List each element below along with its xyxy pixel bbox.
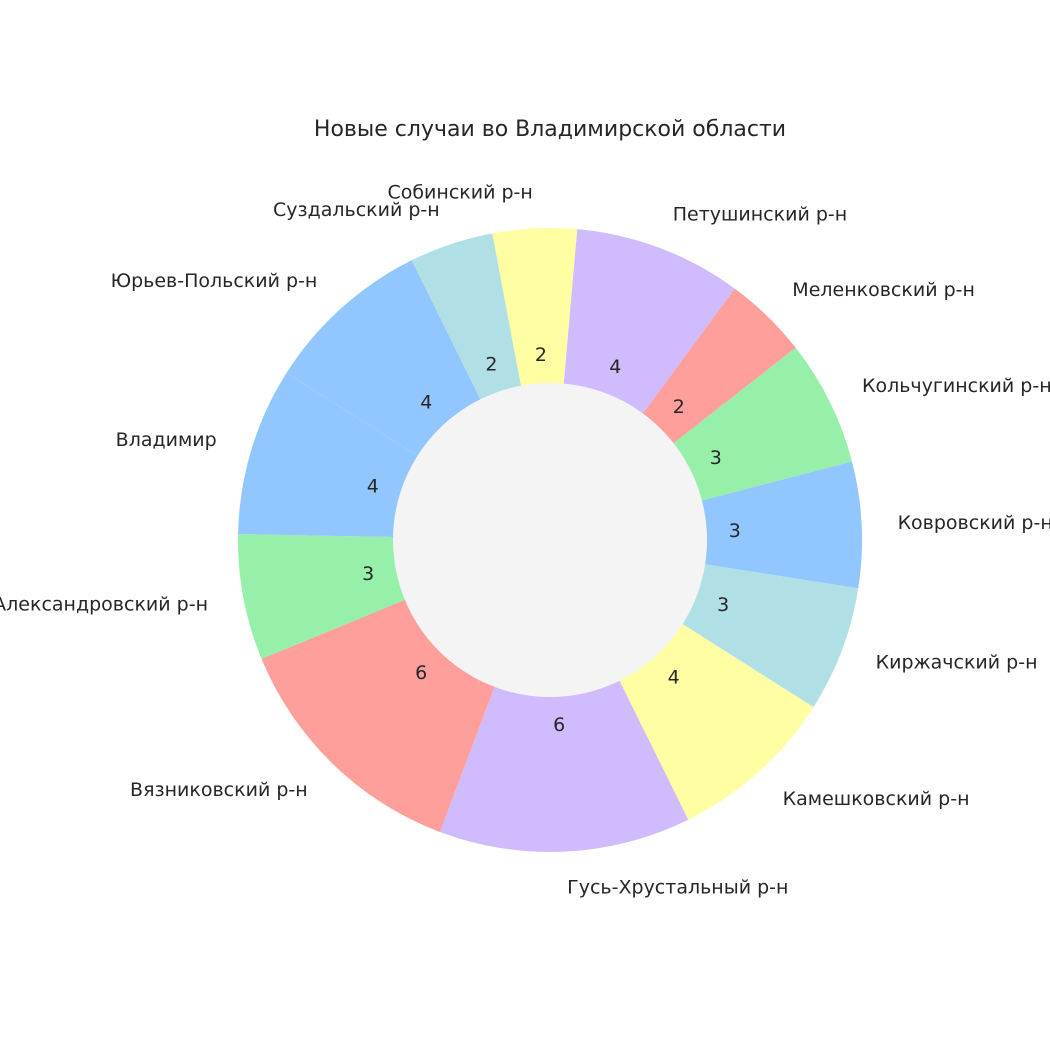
slice-category-label: Собинский р-н — [387, 181, 532, 203]
slice-category-label: Юрьев-Польский р-н — [111, 270, 318, 292]
slice-category-label: Владимир — [116, 429, 217, 451]
slice-category-label: Меленковский р-н — [792, 279, 975, 301]
slice-value-label: 3 — [717, 594, 729, 616]
slice-category-label: Петушинский р-н — [673, 203, 847, 225]
slice-category-label: Камешковский р-н — [783, 788, 970, 810]
slice-category-label: Ковровский р-н — [898, 512, 1050, 534]
slice-value-label: 2 — [535, 344, 547, 366]
slice-category-label: Суздальский р-н — [273, 199, 440, 221]
donut-center-hole — [393, 383, 707, 697]
slice-value-label: 4 — [668, 667, 680, 689]
slice-category-label: Гусь-Хрустальный р-н — [567, 877, 788, 899]
slice-value-label: 2 — [673, 396, 685, 418]
slice-value-label: 6 — [553, 714, 565, 736]
slice-value-label: 3 — [729, 520, 741, 542]
slice-value-label: 4 — [367, 476, 379, 498]
slice-value-label: 3 — [362, 563, 374, 585]
slice-category-label: Вязниковский р-н — [130, 779, 308, 801]
slice-category-label: Александровский р-н — [0, 593, 208, 615]
slice-value-label: 4 — [609, 356, 621, 378]
slice-value-label: 2 — [485, 354, 497, 376]
slice-value-label: 6 — [415, 662, 427, 684]
slice-value-label: 3 — [710, 447, 722, 469]
chart-title: Новые случаи во Владимирской области — [314, 117, 786, 142]
slice-value-label: 4 — [420, 391, 432, 413]
value-labels-layer: 4 2 3 3 3 4 6 6 3 4 4 2 2 — [362, 344, 741, 736]
slice-category-label: Кольчугинский р-н — [862, 375, 1050, 397]
slice-category-label: Киржачский р-н — [876, 652, 1038, 674]
